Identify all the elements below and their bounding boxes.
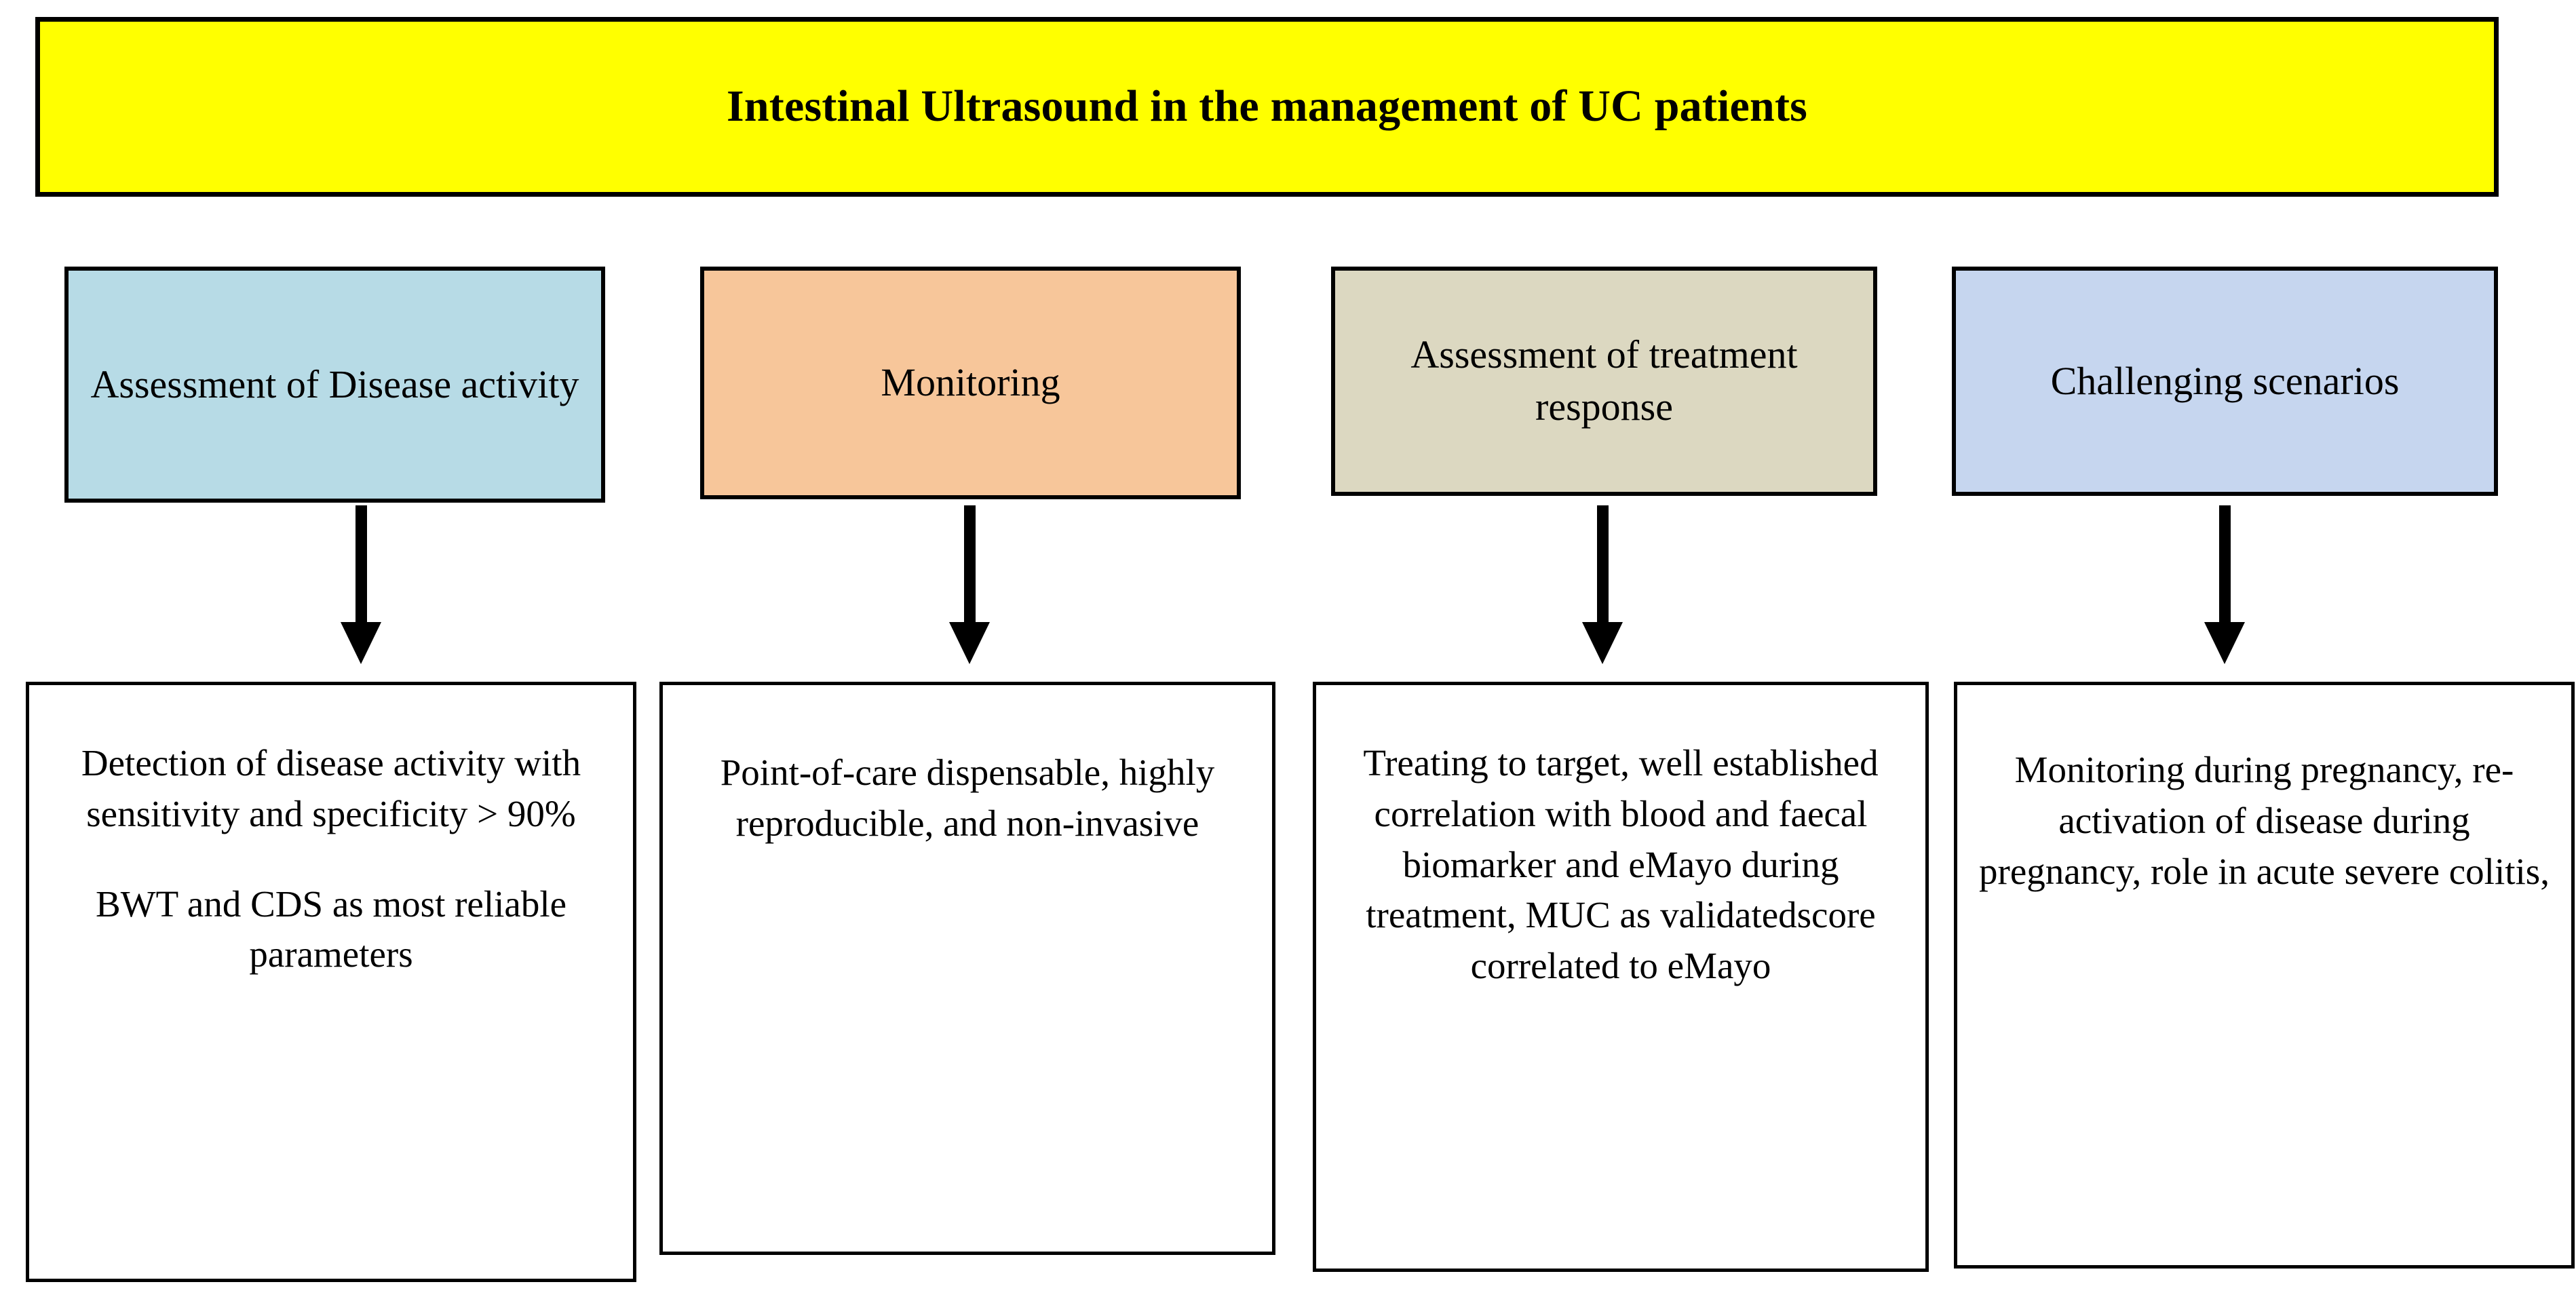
connector-arrow-row: [0, 505, 2576, 675]
category-box-assessment-of-treatment-response[interactable]: Assessment of treatment response: [1331, 267, 1877, 496]
arrow-head: [1582, 622, 1623, 664]
arrow-head: [2204, 622, 2245, 664]
down-arrow-icon: [331, 505, 392, 665]
arrow-shaft: [2219, 505, 2231, 627]
detail-box-disease-activity[interactable]: Detection of disease activity with sensi…: [26, 682, 636, 1282]
category-row: Assessment of Disease activity Monitorin…: [0, 261, 2576, 503]
category-box-assessment-of-disease-activity[interactable]: Assessment of Disease activity: [64, 267, 605, 503]
down-arrow-icon: [2195, 505, 2256, 665]
arrow-head: [341, 622, 381, 664]
category-label: Monitoring: [881, 360, 1060, 405]
page-title: Intestinal Ultrasound in the management …: [726, 81, 1808, 132]
category-box-monitoring[interactable]: Monitoring: [700, 267, 1241, 499]
title-banner: Intestinal Ultrasound in the management …: [35, 17, 2499, 197]
detail-paragraph: Monitoring during pregnancy, re-activati…: [1979, 749, 2550, 892]
detail-row: Detection of disease activity with sensi…: [0, 682, 2576, 1285]
detail-paragraph: Detection of disease activity with sensi…: [81, 742, 581, 834]
category-box-challenging-scenarios[interactable]: Challenging scenarios: [1952, 267, 2498, 496]
detail-paragraph: BWT and CDS as most reliable parameters: [95, 883, 567, 975]
down-arrow-icon: [940, 505, 1001, 665]
detail-box-treatment-response[interactable]: Treating to target, well established cor…: [1313, 682, 1929, 1272]
detail-paragraph: Point-of-care dispensable, highly reprod…: [720, 752, 1215, 844]
arrow-shaft: [964, 505, 976, 627]
arrow-shaft: [1597, 505, 1609, 627]
arrow-shaft: [355, 505, 367, 627]
detail-box-monitoring[interactable]: Point-of-care dispensable, highly reprod…: [659, 682, 1275, 1255]
category-label: Assessment of treatment response: [1410, 332, 1798, 429]
arrow-head: [949, 622, 990, 664]
detail-paragraph: Treating to target, well established cor…: [1363, 742, 1879, 987]
detail-box-challenging-scenarios[interactable]: Monitoring during pregnancy, re-activati…: [1954, 682, 2575, 1269]
category-label: Challenging scenarios: [2050, 358, 2400, 403]
down-arrow-icon: [1573, 505, 1634, 665]
category-label: Assessment of Disease activity: [90, 362, 579, 406]
